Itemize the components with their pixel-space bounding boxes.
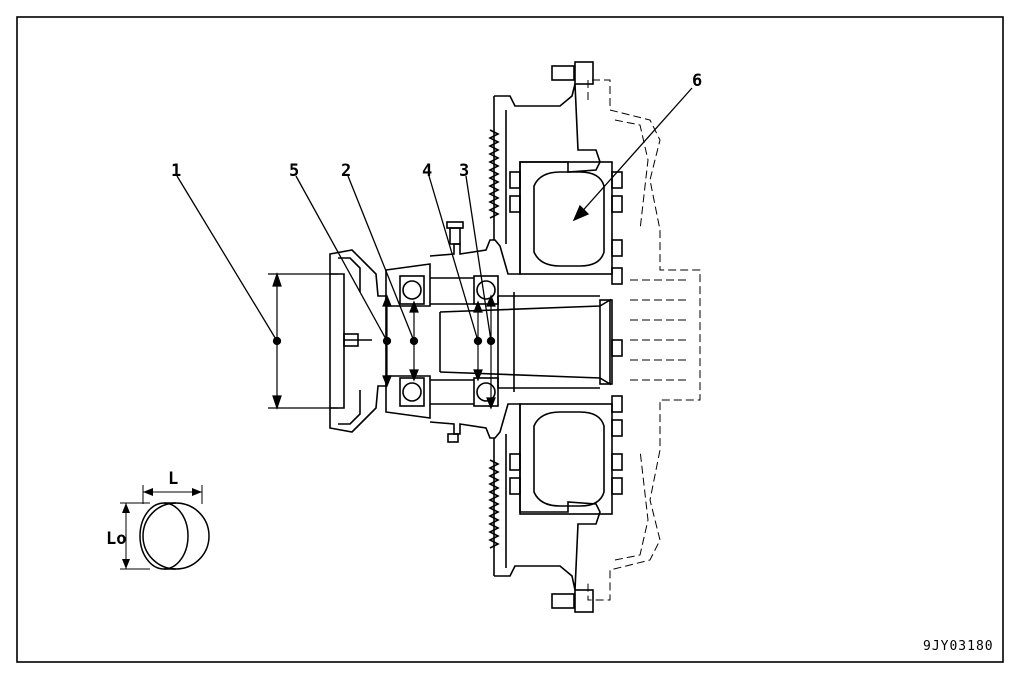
bearing-and-shaft-assembly bbox=[385, 263, 613, 419]
dashed-housing-outline bbox=[587, 79, 701, 601]
fan-drive-housing bbox=[429, 61, 601, 613]
callout-4: 4 bbox=[422, 161, 432, 181]
drawing-border bbox=[16, 16, 1004, 663]
callout-1: 1 bbox=[171, 161, 181, 181]
rubber-mounts bbox=[509, 161, 623, 515]
leader-lines bbox=[176, 87, 693, 346]
dimension-label-l: L bbox=[168, 469, 178, 489]
drawing-code: 9JY03180 bbox=[923, 639, 994, 654]
cylinder-dimension-arrows bbox=[122, 488, 202, 569]
callout-3: 3 bbox=[459, 161, 469, 181]
callout-2: 2 bbox=[341, 161, 351, 181]
callout-6: 6 bbox=[692, 71, 702, 91]
callout-5: 5 bbox=[289, 161, 299, 181]
dimension-lines bbox=[268, 272, 496, 410]
dimension-label-lo: Lo bbox=[106, 529, 126, 549]
cylinder-detail bbox=[120, 485, 210, 570]
